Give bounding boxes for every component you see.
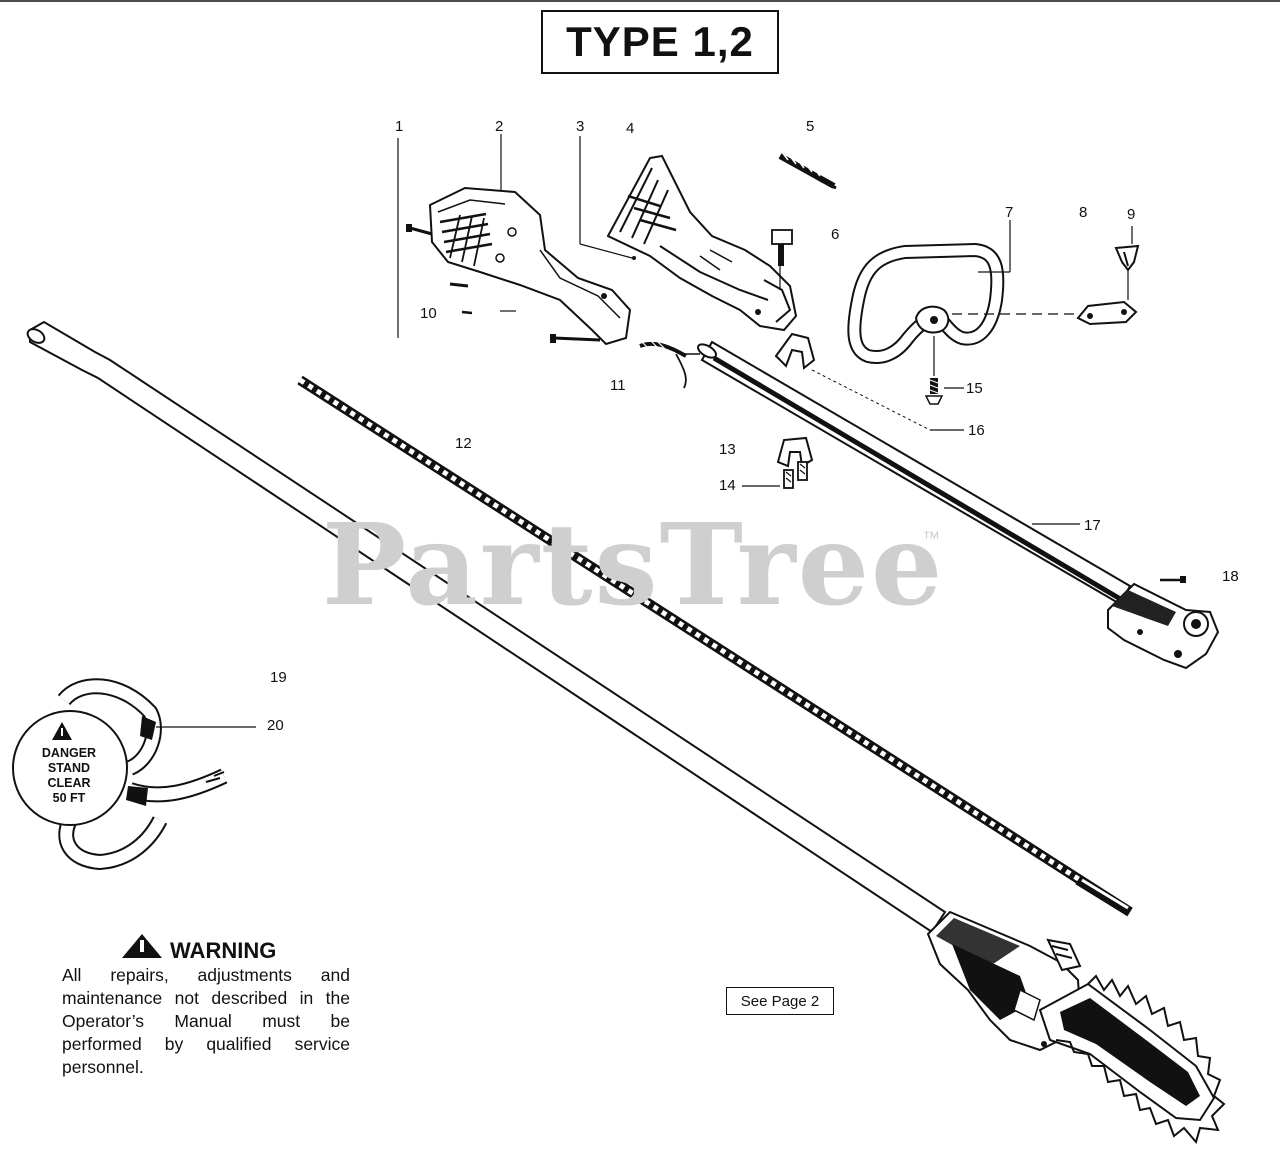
part-8-bracket <box>1076 300 1138 326</box>
part-11-throttle-cable <box>639 339 700 389</box>
danger-tag-line-1: DANGER <box>41 746 97 760</box>
callout-18: 18 <box>1222 568 1239 585</box>
callout-10: 10 <box>420 305 437 322</box>
part-9-clip <box>1114 226 1140 300</box>
callout-11: 11 <box>610 377 626 394</box>
callout-3: 3 <box>576 118 585 135</box>
danger-tag-text: DANGER STAND CLEAR 50 FT <box>20 746 118 806</box>
danger-tag-line-3: CLEAR <box>47 776 91 790</box>
part-19-lower-pole <box>26 320 947 934</box>
callout-2: 2 <box>495 118 504 135</box>
see-page-reference: See Page 2 <box>726 987 834 1015</box>
watermark-brand: PartsTree <box>322 500 945 631</box>
part-2-handle-housing <box>406 134 632 346</box>
part-4-housing-half <box>579 136 798 332</box>
callout-17: 17 <box>1084 517 1101 534</box>
callout-9: 9 <box>1127 206 1136 223</box>
part-5-spring <box>778 151 837 190</box>
pole-saw-head <box>926 910 1226 1145</box>
danger-tag-line-4: 50 FT <box>52 791 86 805</box>
page-title: TYPE 1,2 <box>541 10 779 74</box>
callout-6: 6 <box>831 226 840 243</box>
part-15-screw <box>924 336 964 405</box>
warning-heading-text: WARNING <box>170 938 277 963</box>
callout-15: 15 <box>966 380 983 397</box>
callout-16: 16 <box>968 422 985 439</box>
part-14-screws <box>742 461 808 489</box>
part-18-coupler <box>1107 576 1220 670</box>
callout-13: 13 <box>719 441 736 458</box>
callout-1: 1 <box>395 118 404 135</box>
callout-5: 5 <box>806 118 815 135</box>
part-6-trigger <box>771 229 793 290</box>
callout-20: 20 <box>267 717 284 734</box>
warning-body: All repairs, adjustments and maintenance… <box>62 965 350 1077</box>
part-12-drive-shaft <box>297 375 1133 917</box>
danger-tag-line-2: STAND <box>47 761 91 775</box>
callout-12: 12 <box>455 435 472 452</box>
warning-triangle-icon <box>122 934 162 958</box>
part-16-clamp <box>774 332 964 431</box>
callout-8: 8 <box>1079 204 1088 221</box>
watermark-trademark: ™ <box>922 528 940 548</box>
callout-19: 19 <box>270 669 287 686</box>
callout-4: 4 <box>626 120 635 137</box>
part-7-loop-handle <box>847 220 1076 364</box>
callout-7: 7 <box>1005 204 1014 221</box>
part-20-danger-tag <box>12 678 256 871</box>
warning-heading: WARNING <box>118 938 276 964</box>
callout-14: 14 <box>719 477 736 494</box>
